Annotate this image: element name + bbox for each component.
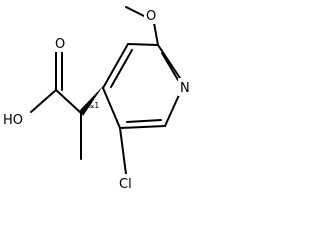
ring-nitrogen-label: N [180,81,190,96]
bond-o-ring [153,22,159,46]
stereo-descriptor-label: &1 [88,101,99,110]
bond-c3-c4 [102,87,121,129]
double-bond-c6-n1 [161,52,179,81]
double-bond-c4-c5 [110,49,133,88]
structure-canvas: O N O HO Cl &1 [2,6,192,192]
bond-c3-cl [119,127,127,175]
chlorine-label: Cl [119,177,132,192]
molecule-diagram: O N O HO Cl &1 [2,6,192,192]
label-bg-n [178,78,192,96]
label-bg-hydroxyl [2,111,30,129]
bond-c6-n1 [157,44,185,85]
bond-c-oh [30,89,57,113]
bond-c5-c6 [127,43,159,46]
bond-c2-c3 [119,125,166,129]
label-bg-cl [118,174,140,192]
carbonyl-oxygen-label: O [55,37,65,52]
bond-chiral-carboxyl [55,89,82,114]
methoxy-oxygen-label: O [146,9,156,24]
bond-c4-c5 [102,43,129,89]
label-bg-carbonyl-o [53,34,67,52]
hydroxyl-label: HO [3,113,23,128]
double-bond-c2-c3 [126,119,162,123]
wedge-bond [80,86,103,116]
label-bg-methoxy-o [144,6,158,24]
